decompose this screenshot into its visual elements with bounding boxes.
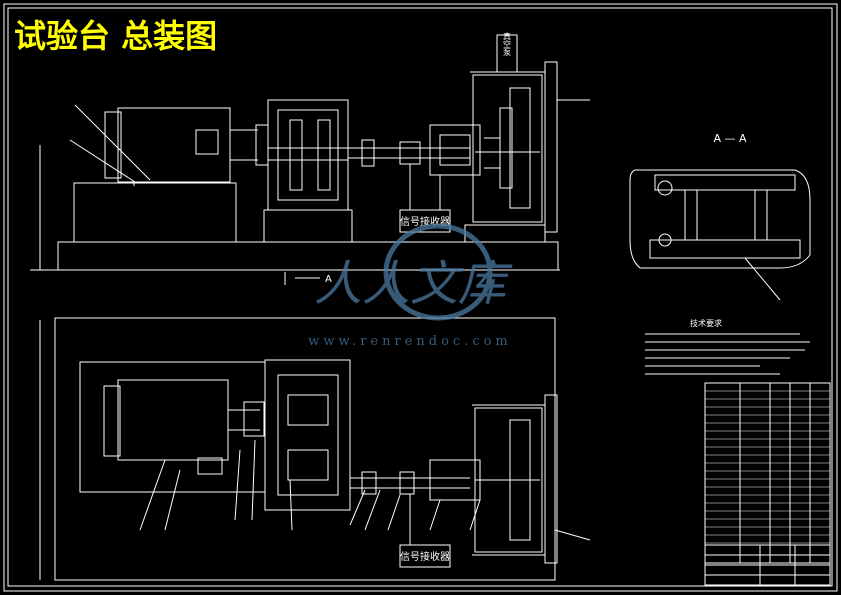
drawing-title: 试验台 总装图	[14, 17, 217, 55]
front-view	[30, 34, 590, 271]
section-marker-label: A	[325, 274, 332, 285]
motor-front	[104, 107, 269, 186]
watermark: 人人文库 www.renrendoc.com	[308, 223, 513, 349]
tech-requirements-heading: 技术要求	[690, 318, 722, 328]
watermark-brand: 人人文库	[314, 256, 513, 312]
signal-receiver-label-bottom: 信号接收器	[400, 550, 450, 563]
watermark-logo-ring	[383, 223, 493, 321]
section-view-title: A — A	[713, 132, 747, 145]
gearbox-front	[263, 99, 353, 243]
section-view	[629, 169, 811, 301]
title-block	[704, 544, 831, 586]
parts-list-rows	[705, 390, 830, 544]
drawing-frame	[3, 3, 838, 592]
section-marker	[284, 272, 320, 285]
shaft-front	[348, 124, 500, 176]
tech-requirements-lines	[645, 333, 810, 375]
watermark-url: www.renrendoc.com	[308, 334, 512, 349]
parts-list	[704, 382, 831, 564]
brake-housing-front	[464, 61, 558, 243]
top-view	[39, 317, 591, 581]
vacuum-pump-label: 真空泵	[503, 31, 512, 56]
